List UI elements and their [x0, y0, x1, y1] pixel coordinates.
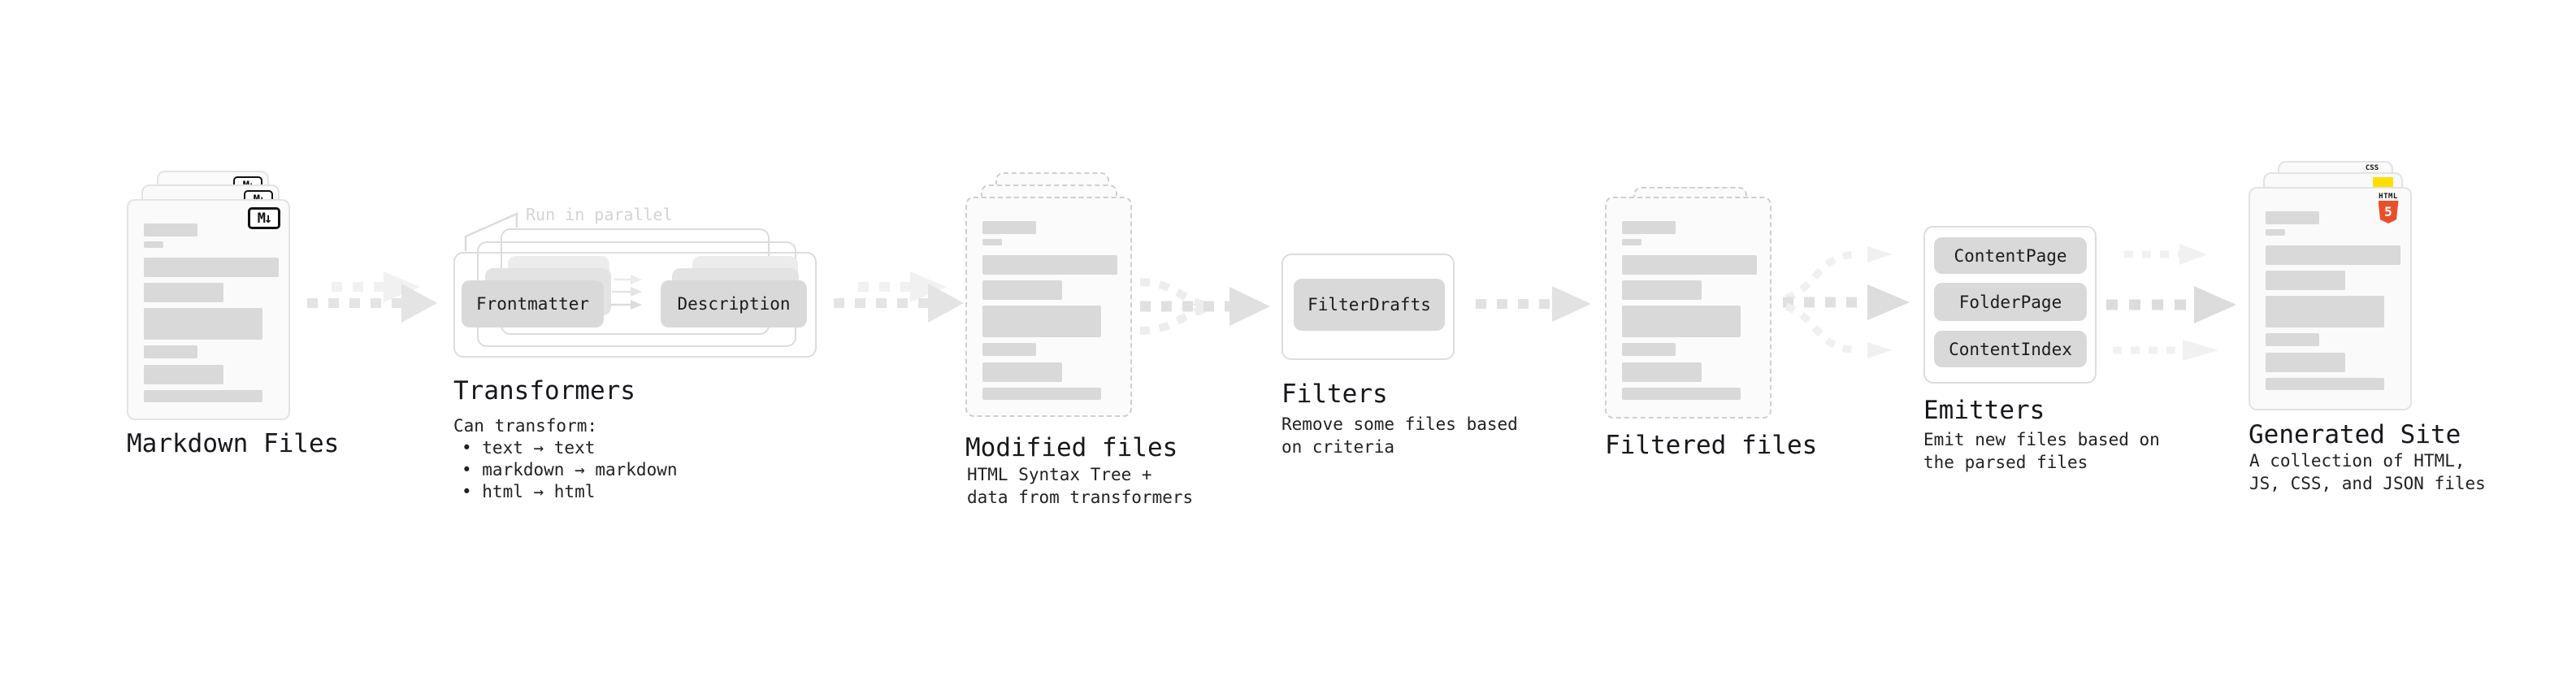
content-line	[982, 221, 1036, 234]
stage-modified-files: Modified files HTML Syntax Tree + data f…	[965, 166, 1193, 515]
content-line	[1622, 362, 1702, 382]
content-line	[2266, 296, 2384, 327]
content-line	[2266, 271, 2345, 290]
filtered-file-card	[1605, 197, 1772, 419]
content-line	[2266, 353, 2345, 372]
stage-desc-generated-site: A collection of HTML, JS, CSS, and JSON …	[2249, 451, 2486, 493]
stage-label-filtered-files: Filtered files	[1605, 431, 1818, 460]
arrowhead	[1867, 342, 1892, 358]
transformers-bullet: • markdown → markdown	[462, 460, 678, 479]
content-line	[1622, 239, 1641, 245]
parallel-arrow-top	[2124, 244, 2207, 265]
arrowhead	[1867, 246, 1892, 262]
arrowhead	[1229, 287, 1270, 326]
stage-label-markdown-files: Markdown Files	[127, 429, 340, 458]
filter-node-filterdrafts: FilterDrafts	[1294, 279, 1445, 331]
flow-arrow-filtered-to-emitters	[1783, 246, 1910, 358]
content-line	[1622, 306, 1741, 337]
merge-branch-bottom	[1139, 304, 1214, 335]
emitter-node-folderpage: FolderPage	[1934, 283, 2087, 321]
css-icon-label: CSS	[2365, 164, 2379, 172]
generated-file-card-html: HTML 5	[2249, 187, 2412, 410]
content-line	[2266, 378, 2384, 390]
stage-heading-filters: Filters	[1281, 380, 1388, 409]
document-placeholder-content	[128, 201, 288, 402]
arrowhead	[1867, 284, 1910, 320]
content-line	[1622, 221, 1676, 234]
content-line	[1622, 343, 1676, 356]
stage-heading-emitters: Emitters	[1923, 396, 2045, 425]
flow-arrow-emitters-to-generated	[2106, 244, 2236, 361]
content-line	[982, 388, 1101, 400]
html5-icon-word: HTML	[2379, 193, 2398, 201]
parallel-arrow-middle	[2106, 286, 2236, 323]
content-line	[144, 365, 223, 384]
html5-icon: HTML 5	[2376, 193, 2400, 223]
stage-desc-filters: Remove some files based on criteria	[1281, 414, 1518, 457]
run-in-parallel-annotation: Run in parallel	[526, 205, 673, 224]
flow-arrow-modified-to-filters	[1139, 278, 1270, 335]
parallel-arrow-bottom	[2113, 340, 2218, 361]
content-line	[144, 390, 262, 402]
node-link-arrows	[609, 275, 642, 310]
content-line	[144, 308, 262, 340]
content-line	[982, 362, 1062, 382]
stage-emitters: ContentPage FolderPage ContentIndex Emit…	[1923, 226, 2184, 486]
parallel-frame-front	[453, 252, 817, 358]
html5-icon-shield: 5	[2378, 201, 2399, 223]
document-placeholder-content	[967, 198, 1130, 400]
content-line	[144, 345, 197, 358]
content-line	[1622, 255, 1757, 275]
flow-arrow-filters-to-filtered	[1476, 286, 1591, 322]
stage-filters: FilterDrafts Filters Remove some files b…	[1281, 254, 1542, 481]
markdown-file-card: M↓	[127, 199, 290, 420]
transformer-node-frontmatter: Frontmatter	[462, 280, 604, 327]
stage-label-generated-site: Generated Site	[2249, 420, 2461, 449]
dashed-arrow-front	[307, 284, 437, 323]
stage-transformers: Run in parallel Frontmatter Description …	[453, 205, 835, 514]
content-line	[982, 306, 1101, 337]
content-line	[144, 258, 279, 277]
stage-desc-emitters: Emit new files based on the parsed files	[1923, 430, 2160, 472]
content-line	[144, 283, 223, 302]
content-line	[982, 343, 1036, 356]
content-line	[1622, 388, 1741, 400]
stage-label-modified-files: Modified files	[965, 433, 1178, 462]
content-line	[144, 223, 197, 236]
transformers-bullet: • text → text	[462, 438, 596, 458]
annotation-leader-line	[464, 212, 518, 251]
diverge-branch-top	[1785, 250, 1858, 302]
document-placeholder-content	[1607, 198, 1770, 400]
stage-heading-transformers: Transformers	[453, 376, 635, 406]
stage-filtered-files: Filtered files	[1605, 175, 1818, 484]
stage-desc-modified-files: HTML Syntax Tree + data from transformer…	[967, 465, 1194, 507]
content-line	[2266, 229, 2285, 236]
content-line	[2266, 333, 2319, 346]
js-icon	[2373, 177, 2393, 189]
content-line	[2266, 211, 2319, 224]
content-line	[144, 241, 163, 248]
emitter-node-contentpage: ContentPage	[1934, 237, 2087, 274]
diverge-branch-bottom	[1785, 302, 1858, 354]
transformers-bullet: • html → html	[462, 482, 596, 501]
content-line	[982, 239, 1002, 245]
document-placeholder-content	[2250, 189, 2410, 390]
flow-arrow-markdown-to-transformers	[307, 271, 437, 323]
modified-file-card	[965, 197, 1132, 417]
transformers-desc-title: Can transform:	[453, 416, 598, 436]
flow-arrow-transformers-to-modified	[834, 271, 964, 323]
merge-branch-top	[1139, 278, 1214, 310]
arrowhead	[1552, 286, 1591, 322]
stage-generated-site: CSS HTML 5 Generated Site A	[2249, 154, 2486, 496]
dashed-arrow-front	[834, 284, 964, 323]
markdown-icon: M↓	[248, 207, 280, 229]
transformer-node-description: Description	[661, 280, 807, 327]
emitter-node-contentindex: ContentIndex	[1934, 331, 2087, 367]
content-line	[1622, 280, 1702, 300]
content-line	[982, 280, 1062, 300]
content-line	[2266, 245, 2400, 265]
content-line	[982, 255, 1117, 275]
stage-markdown-files: M↓ M↓ M↓ Markdown Files	[127, 156, 340, 481]
